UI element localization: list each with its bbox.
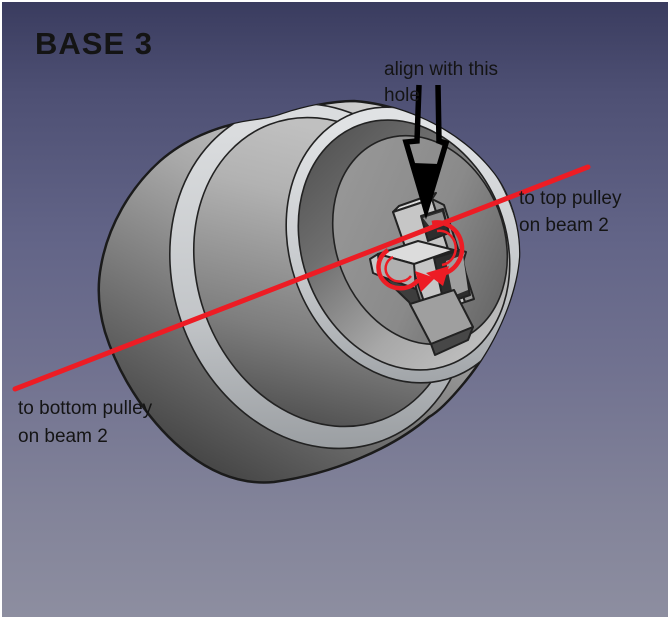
page-title: BASE 3: [35, 26, 153, 61]
rotation-arrow-left: [376, 248, 435, 292]
annotation-bottom-pulley: to bottom pulley on beam 2: [18, 395, 152, 451]
base-part[interactable]: [97, 59, 561, 492]
annotation-line: align with this: [384, 59, 499, 80]
annotation-line: on beam 2: [519, 215, 609, 236]
annotation-line: hole: [384, 85, 420, 106]
rotation-arrow-right: [426, 220, 465, 286]
annotation-top-pulley: to top pulley on beam 2: [519, 185, 621, 239]
alignment-arrow: [402, 84, 450, 220]
annotation-line: to top pulley: [519, 188, 622, 209]
annotation-line: on beam 2: [18, 426, 108, 447]
annotation-line: to bottom pulley: [18, 398, 153, 419]
annotation-align-hole: align with this hole: [384, 57, 498, 109]
axis-line: [12, 164, 591, 392]
